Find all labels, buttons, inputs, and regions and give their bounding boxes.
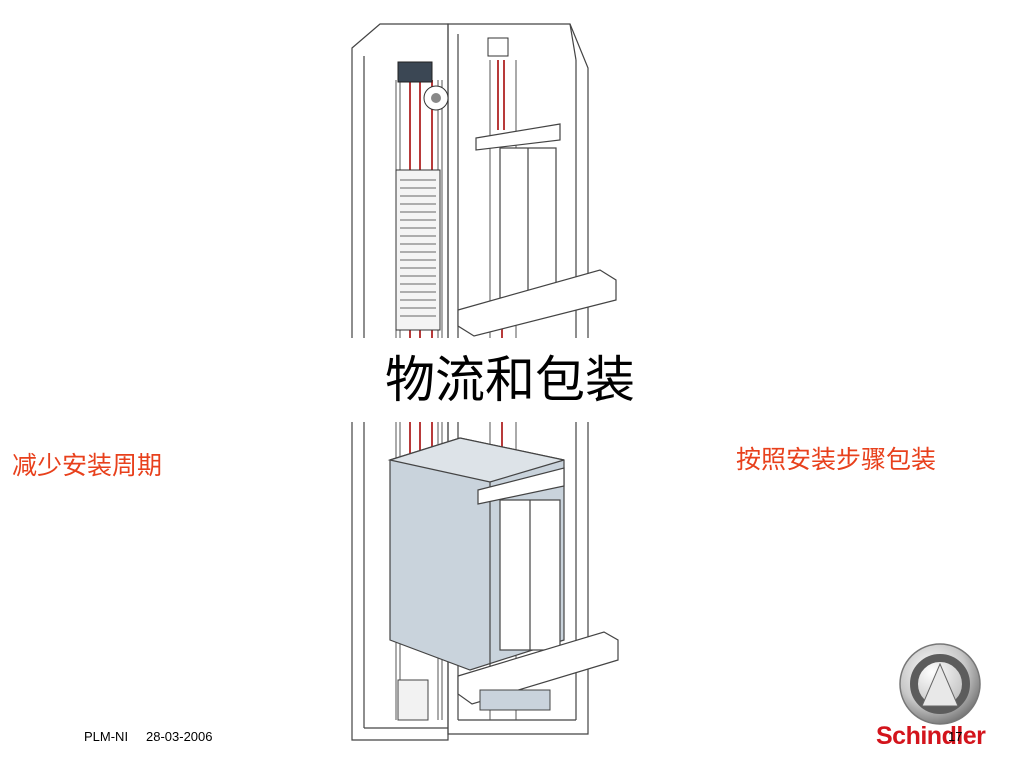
left-note: 减少安装周期 <box>12 451 163 480</box>
page-number: 17 <box>948 729 963 744</box>
slide-title: 物流和包装 <box>340 338 680 422</box>
right-note: 按照安装步骤包装 <box>736 445 937 474</box>
schindler-logo-icon <box>899 643 981 725</box>
footer-code: PLM-NI <box>84 729 129 744</box>
logo-wordmark: Schindler <box>876 722 986 750</box>
footer-date: 28-03-2006 <box>146 729 213 744</box>
